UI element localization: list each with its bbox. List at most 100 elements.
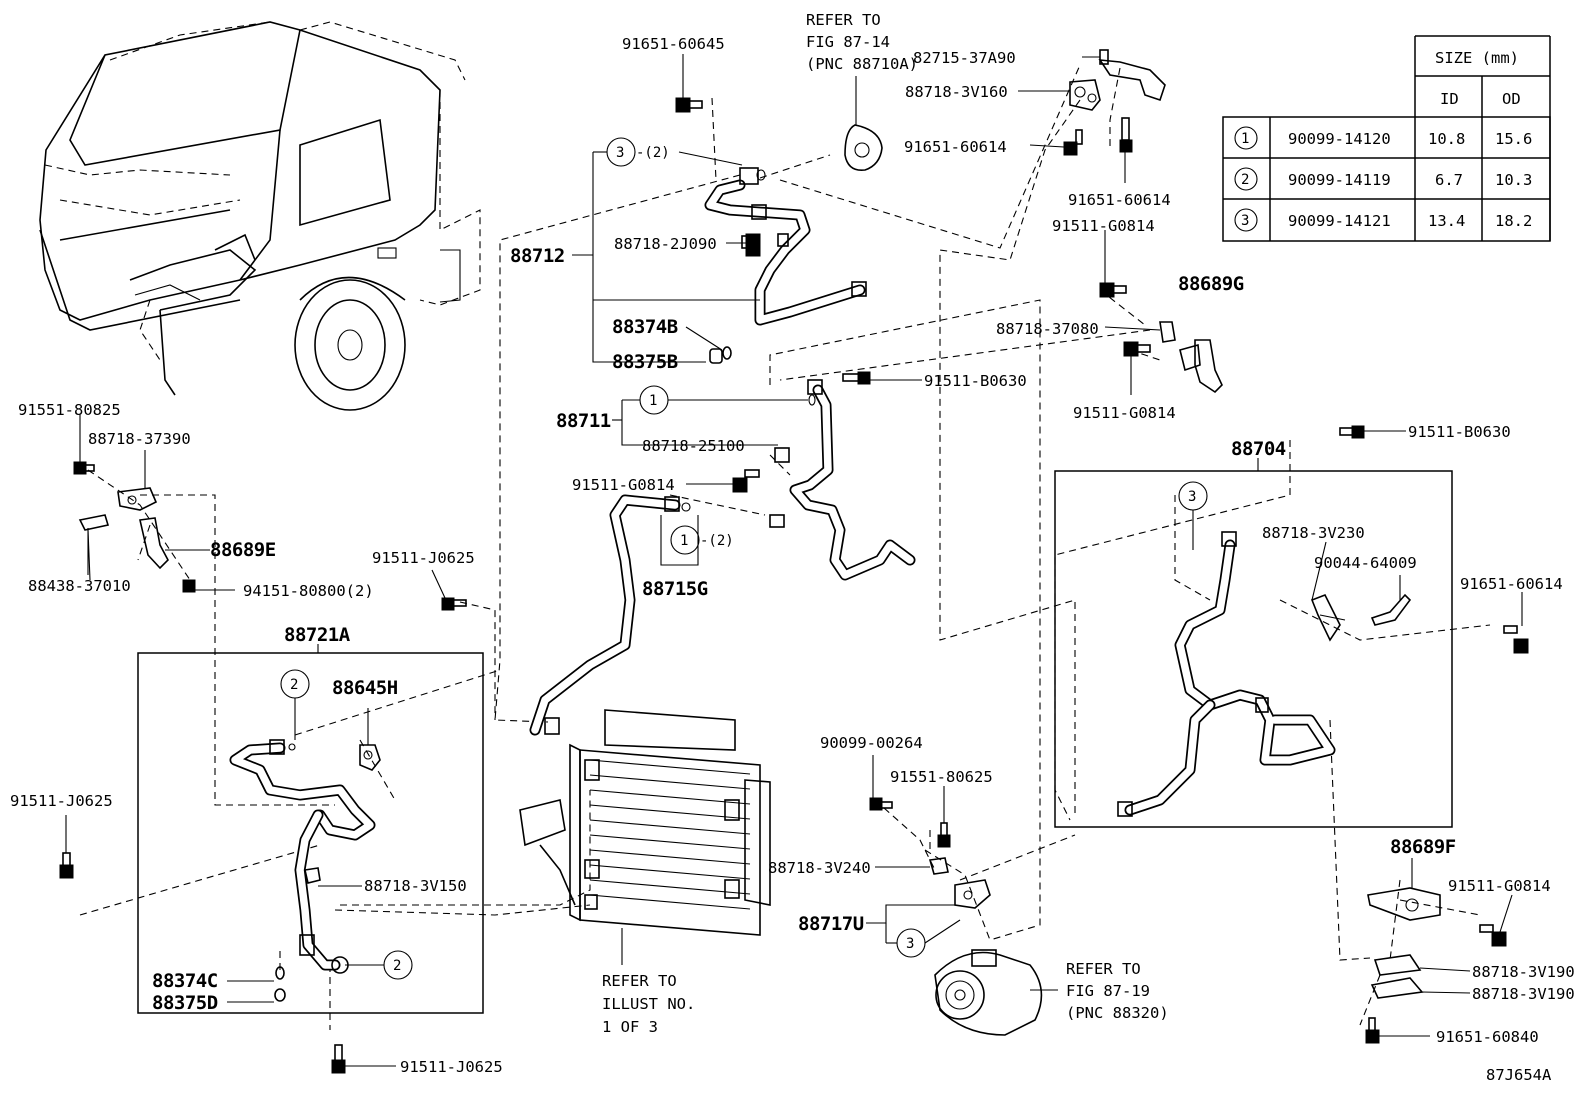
bracket-90044-64009: [1370, 593, 1412, 626]
condenser-unit: [519, 709, 771, 936]
clamp-88718-3V160: [1069, 79, 1101, 111]
svg-text:REFER TO: REFER TO: [806, 11, 881, 29]
label-88721A: 88721A: [284, 624, 351, 646]
label-88374B: 88374B: [612, 316, 678, 338]
label-88704: 88704: [1231, 438, 1286, 460]
size-table-row2-ref: 2: [1241, 172, 1249, 188]
svg-text:REFER TO: REFER TO: [1066, 960, 1141, 978]
size-table-row2-part: 90099-14119: [1288, 171, 1391, 189]
bracket-88689G: [1179, 339, 1223, 394]
bolt-91511-B0630-right: [1339, 425, 1365, 439]
bracket-88438-37010: [78, 514, 110, 581]
clamp-88718-37390: [117, 487, 158, 511]
label-88375B: 88375B: [612, 351, 678, 373]
bolt-91511-G0814-upper: [1099, 282, 1127, 298]
size-table: SIZE (mm) ID OD 1 90099-14120 10.8 15.6 …: [1222, 35, 1551, 242]
label-88718-37390: 88718-37390: [88, 430, 191, 448]
tube-88715G: [529, 494, 691, 736]
refer-note-top: REFER TO FIG 87-14 (PNC 88710A): [806, 11, 918, 73]
bolt-91511-G0814-88715G: [732, 469, 760, 493]
callout-1-88711: 1: [649, 393, 657, 409]
size-table-row3-od: 18.2: [1495, 212, 1532, 230]
size-table-row3-ref: 3: [1241, 213, 1249, 229]
bracket-88689E: [139, 517, 169, 570]
clamp-88718-3V150: [304, 867, 321, 884]
label-91511-J0625-b: 91511-J0625: [10, 792, 113, 810]
bolt-91551-80625: [937, 822, 951, 848]
size-table-header: SIZE (mm): [1435, 49, 1519, 67]
bolt-91651-60614-upper: [1063, 129, 1083, 156]
svg-text:(PNC 88320): (PNC 88320): [1066, 1004, 1169, 1022]
hose-88721A: [229, 739, 376, 974]
clamp-reference-88710A: [844, 124, 883, 172]
leader-lines: [65, 54, 1523, 1067]
callout-1-88715G-qty: -(2): [700, 533, 734, 549]
svg-text:1 OF 3: 1 OF 3: [602, 1018, 658, 1036]
label-88717U: 88717U: [798, 913, 864, 935]
label-90044-64009: 90044-64009: [1314, 554, 1417, 572]
label-91511-G0814-a: 91511-G0814: [1052, 217, 1155, 235]
callout-3-88712-qty: -(2): [636, 145, 670, 161]
part-labels: 91651-60645 82715-37A90 88718-3V160 9165…: [10, 35, 1575, 1084]
seal-88375B: [709, 348, 723, 364]
callout-1-88715G: 1: [680, 533, 688, 549]
callout-circles: 3 -(2) 1 1 -(2) 3 2 2 3: [280, 137, 1208, 980]
size-table-row1-od: 15.6: [1495, 130, 1532, 148]
nut-94151-80800: [182, 579, 196, 593]
bolt-91651-60840: [1365, 1017, 1380, 1044]
size-table-col-id: ID: [1440, 90, 1459, 108]
label-88718-3V190-b: 88718-3V190: [1472, 985, 1575, 1003]
label-88718-3V190-a: 88718-3V190: [1472, 963, 1575, 981]
label-91511-G0814-d: 91511-G0814: [1448, 877, 1551, 895]
label-91511-B0630-b: 91511-B0630: [1408, 423, 1511, 441]
group-box-88704: [1054, 470, 1453, 828]
bracket-82715-37A90: [1098, 49, 1166, 102]
label-91551-80825: 91551-80825: [18, 401, 121, 419]
label-88645H: 88645H: [332, 677, 398, 699]
size-table-row1-part: 90099-14120: [1288, 130, 1391, 148]
ac-compressor: [934, 949, 1043, 1036]
label-91651-60645: 91651-60645: [622, 35, 725, 53]
clamp-88718-3V240: [928, 857, 949, 875]
label-91511-G0814-b: 91511-G0814: [1073, 404, 1176, 422]
refer-note-condenser: REFER TO ILLUST NO. 1 OF 3: [602, 972, 695, 1036]
label-91511-G0814-c: 91511-G0814: [572, 476, 675, 494]
label-88718-3V230: 88718-3V230: [1262, 524, 1365, 542]
label-88718-2J090: 88718-2J090: [614, 235, 717, 253]
size-table-row3-id: 13.4: [1428, 212, 1465, 230]
bolt-91651-60614-right: [1503, 625, 1529, 654]
label-88718-3V240: 88718-3V240: [768, 859, 871, 877]
size-table-row2-id: 6.7: [1435, 171, 1463, 189]
bracket-88718-2J090: [741, 233, 761, 257]
bolt-91511-G0814-middle: [1123, 341, 1151, 357]
bracket-88689F: [1367, 887, 1441, 921]
svg-text:FIG 87-19: FIG 87-19: [1066, 982, 1150, 1000]
label-91551-80625: 91551-80625: [890, 768, 993, 786]
clamp-88718-3V190-upper: [1373, 954, 1422, 976]
clamp-88718-3V230: [1310, 593, 1346, 642]
label-88718-25100: 88718-25100: [642, 437, 745, 455]
size-table-row1-id: 10.8: [1428, 130, 1465, 148]
seal-88374C: [275, 966, 285, 980]
label-90099-00264: 90099-00264: [820, 734, 923, 752]
label-88718-37080: 88718-37080: [996, 320, 1099, 338]
hose-88711: [769, 379, 916, 581]
refer-note-compressor: REFER TO FIG 87-19 (PNC 88320): [1066, 960, 1169, 1022]
label-88374C: 88374C: [152, 970, 218, 992]
hose-88704: [1117, 531, 1336, 817]
bracket-88717U: [954, 879, 991, 909]
callout-2-88721A-bottom: 2: [393, 958, 401, 974]
callout-3-88712: 3: [616, 145, 624, 161]
bolt-91511-G0814-lower: [1479, 924, 1507, 947]
label-88689E: 88689E: [210, 539, 276, 561]
callout-3-88717U: 3: [906, 936, 914, 952]
svg-text:(PNC 88710A): (PNC 88710A): [806, 55, 918, 73]
label-91651-60614-c: 91651-60614: [1460, 575, 1563, 593]
size-table-row1-ref: 1: [1241, 131, 1249, 147]
bolt-91511-J0625-upper: [441, 597, 467, 611]
size-table-row2-od: 10.3: [1495, 171, 1532, 189]
label-91511-B0630-a: 91511-B0630: [924, 372, 1027, 390]
label-88718-3V160: 88718-3V160: [905, 83, 1008, 101]
clamp-88645H: [359, 744, 381, 771]
label-88715G: 88715G: [642, 578, 708, 600]
